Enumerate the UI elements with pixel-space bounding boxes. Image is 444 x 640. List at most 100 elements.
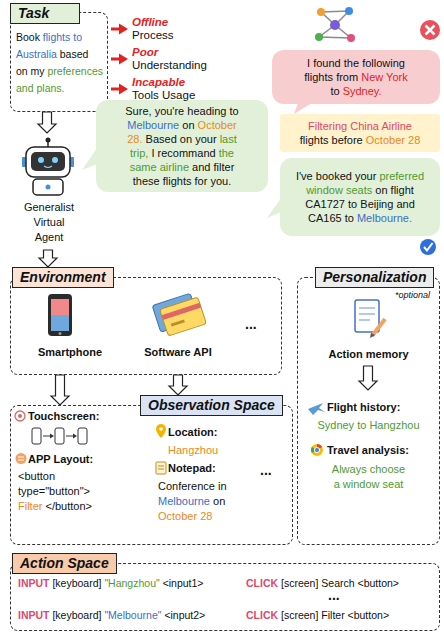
- text-run: Process: [132, 29, 174, 41]
- item-label: Smartphone: [20, 345, 120, 359]
- action-command: CLICK [screen] Filter <button>: [246, 608, 389, 622]
- text-run: filter: [214, 161, 235, 173]
- text-run: flights: [304, 71, 333, 83]
- text-run: same: [130, 161, 157, 173]
- text-run: your: [355, 170, 376, 182]
- text-run: Incapable: [132, 76, 185, 88]
- dashed-frame: [10, 277, 282, 375]
- text-run: [screen]: [281, 577, 318, 589]
- bubble-text: Sure, you're heading to Melbourne on Oct…: [102, 104, 262, 188]
- text-run: in: [218, 480, 227, 492]
- text-run: for: [195, 175, 208, 187]
- text-run: window: [306, 184, 343, 196]
- text-run: INPUT: [18, 609, 50, 621]
- text-run: window: [343, 478, 380, 490]
- text-run: [keyboard]: [52, 609, 101, 621]
- text-run: Always: [332, 463, 367, 475]
- text-run: I've: [296, 170, 313, 182]
- text-run: Sydney.: [343, 85, 382, 97]
- text-run: CA1727: [305, 198, 345, 210]
- text-run: INPUT: [18, 577, 50, 589]
- ellipsis: ...: [328, 586, 358, 604]
- problem-label: Poor Understanding: [132, 46, 227, 72]
- text-run: Tools: [132, 89, 159, 101]
- text-run: choose: [370, 463, 405, 475]
- text-run: October: [366, 134, 405, 146]
- text-run: heading: [187, 105, 226, 117]
- text-run: CLICK: [246, 577, 278, 589]
- text-run: flights: [163, 175, 192, 187]
- text-run: Poor: [132, 46, 158, 58]
- item-label: Action memory: [305, 347, 432, 361]
- field-label: Travel analysis:: [327, 443, 437, 457]
- plane-icon: [308, 403, 325, 415]
- text-run: type="button">: [18, 485, 90, 497]
- text-run: Agent: [35, 231, 64, 243]
- section-heading: Environment: [12, 267, 114, 288]
- field-value: Hangzhou: [168, 443, 278, 457]
- text-run: and: [396, 198, 414, 210]
- text-run: China: [350, 120, 379, 132]
- text-run: you're: [155, 105, 185, 117]
- action-command: INPUT [keyboard] "Melbourne" <input2>: [18, 608, 205, 622]
- text-run: Filter: [18, 500, 42, 512]
- text-run: Understanding: [132, 59, 207, 71]
- text-run: based: [60, 48, 89, 60]
- text-run: Beijing: [360, 198, 393, 210]
- fail-icon: [420, 20, 440, 40]
- text-run: <button: [18, 470, 55, 482]
- robot-icon: [22, 138, 74, 196]
- notepad-icon: [156, 462, 166, 474]
- text-run: on: [182, 119, 194, 131]
- text-run: [keyboard]: [52, 577, 101, 589]
- text-run: "Hangzhou": [104, 577, 159, 589]
- task-text: Book flights to Australia based on my pr…: [16, 29, 106, 97]
- field-label: APP Layout:: [28, 452, 138, 466]
- agent-label: Generalist Virtual Agent: [10, 200, 88, 245]
- block-arrow: [51, 375, 69, 405]
- region-box: Personalization*optionalAction memoryFli…: [297, 267, 440, 545]
- text-run: on: [16, 65, 28, 77]
- note: *optional: [395, 290, 430, 301]
- touchscreen-icon: [15, 411, 25, 421]
- speech-bubble: I've booked your preferred window seats …: [280, 158, 440, 236]
- text-run: last: [220, 133, 237, 145]
- text-run: on: [180, 133, 192, 145]
- text-run: </button>: [46, 500, 93, 512]
- text-run: to: [230, 105, 239, 117]
- text-run: booked: [316, 170, 352, 182]
- text-run: to: [330, 85, 339, 97]
- text-run: Based: [146, 133, 177, 145]
- action-command: CLICK [screen] Search <button>: [246, 576, 399, 590]
- text-run: seat: [383, 478, 404, 490]
- text-run: seats: [346, 184, 372, 196]
- text-run: <button>: [358, 577, 399, 589]
- text-run: Filtering: [308, 120, 347, 132]
- text-run: flights: [300, 134, 329, 146]
- text-run: to: [348, 198, 357, 210]
- text-run: Airline: [381, 120, 412, 132]
- text-run: New: [361, 71, 383, 83]
- text-run: <input2>: [164, 609, 205, 621]
- problem-label: Incapable Tools Usage: [132, 76, 227, 102]
- text-run: Generalist: [24, 201, 74, 213]
- smartphone-icon: [48, 294, 72, 336]
- action-box: Filtering China Airline flights before O…: [280, 114, 440, 152]
- text-run: October: [198, 119, 237, 131]
- text-run: your: [195, 133, 216, 145]
- section-heading: Task: [10, 3, 80, 24]
- text-run: to: [345, 212, 354, 224]
- text-run: Conference: [158, 480, 215, 492]
- section-heading: Action Space: [12, 553, 117, 574]
- region-box: Observation SpaceTouchscreen:APP Layout:…: [10, 395, 293, 545]
- text-run: [screen]: [281, 609, 318, 621]
- field-label: Flight history:: [327, 400, 437, 414]
- block-arrow: [169, 375, 187, 395]
- block-arrow: [39, 250, 57, 267]
- problem-label: Offline Process: [132, 16, 227, 42]
- text-run: flight: [391, 184, 414, 196]
- text-run: from: [336, 71, 358, 83]
- action-memory-icon: [355, 300, 385, 338]
- text-run: I: [151, 147, 154, 159]
- success-icon: [420, 239, 436, 255]
